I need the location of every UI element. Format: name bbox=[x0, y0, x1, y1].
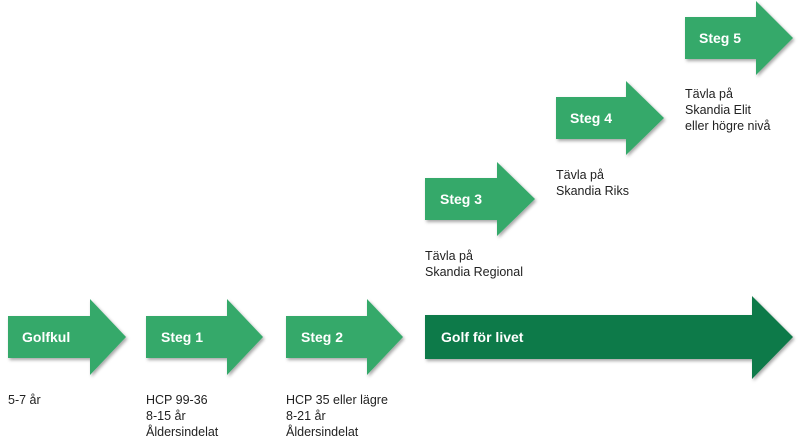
steg-3-desc-line-2: Skandia Regional bbox=[425, 265, 523, 279]
arrow-golf-for-livet: Golf för livet bbox=[425, 296, 793, 379]
steg-5-desc-line-2: Skandia Elit bbox=[685, 103, 752, 117]
steg-2-desc-line-1: HCP 35 eller lägre bbox=[286, 393, 388, 407]
steg-5-desc-line-1: Tävla på bbox=[685, 87, 733, 101]
golfkul-desc-line-1: 5-7 år bbox=[8, 393, 41, 407]
steg-5-description: Tävla på Skandia Elit eller högre nivå bbox=[685, 86, 770, 134]
steg-5-desc-line-3: eller högre nivå bbox=[685, 119, 771, 133]
steg-2-desc-line-2: 8-21 år bbox=[286, 409, 326, 423]
arrow-steg-1: Steg 1 bbox=[146, 299, 263, 375]
arrow-golf-for-livet-shape bbox=[425, 296, 793, 379]
arrow-steg-4-label: Steg 4 bbox=[570, 110, 612, 126]
arrow-steg-5-shape bbox=[685, 1, 793, 75]
arrow-golfkul: Golfkul bbox=[8, 299, 126, 375]
golfkul-description: 5-7 år bbox=[8, 392, 41, 408]
arrow-golfkul-shape bbox=[8, 299, 126, 375]
steg-4-desc-line-1: Tävla på bbox=[556, 168, 604, 182]
steg-3-desc-line-1: Tävla på bbox=[425, 249, 473, 263]
steg-2-description: HCP 35 eller lägre 8-21 år Åldersindelat bbox=[286, 392, 388, 440]
arrow-steg-3-label: Steg 3 bbox=[440, 191, 482, 207]
steg-2-desc-line-3: Åldersindelat bbox=[286, 425, 359, 439]
steg-1-desc-line-1: HCP 99-36 bbox=[146, 393, 208, 407]
arrow-steg-3-shape bbox=[425, 162, 535, 236]
steg-4-desc-line-2: Skandia Riks bbox=[556, 184, 629, 198]
arrow-steg-5: Steg 5 bbox=[685, 1, 793, 75]
arrow-steg-2: Steg 2 bbox=[286, 299, 403, 375]
steg-1-description: HCP 99-36 8-15 år Åldersindelat bbox=[146, 392, 218, 440]
arrow-golfkul-label: Golfkul bbox=[22, 329, 70, 345]
arrow-steg-1-shape bbox=[146, 299, 263, 375]
arrow-steg-4-shape bbox=[556, 81, 664, 155]
arrow-steg-3: Steg 3 bbox=[425, 162, 535, 236]
arrow-steg-2-label: Steg 2 bbox=[301, 329, 343, 345]
arrow-steg-4: Steg 4 bbox=[556, 81, 664, 155]
arrow-steg-5-label: Steg 5 bbox=[699, 30, 741, 46]
steg-3-description: Tävla på Skandia Regional bbox=[425, 248, 523, 280]
arrow-steg-1-label: Steg 1 bbox=[161, 329, 203, 345]
steg-4-description: Tävla på Skandia Riks bbox=[556, 167, 629, 199]
steg-1-desc-line-3: Åldersindelat bbox=[146, 425, 219, 439]
arrow-steg-2-shape bbox=[286, 299, 403, 375]
steg-1-desc-line-2: 8-15 år bbox=[146, 409, 186, 423]
arrow-golf-for-livet-label: Golf för livet bbox=[441, 329, 524, 345]
